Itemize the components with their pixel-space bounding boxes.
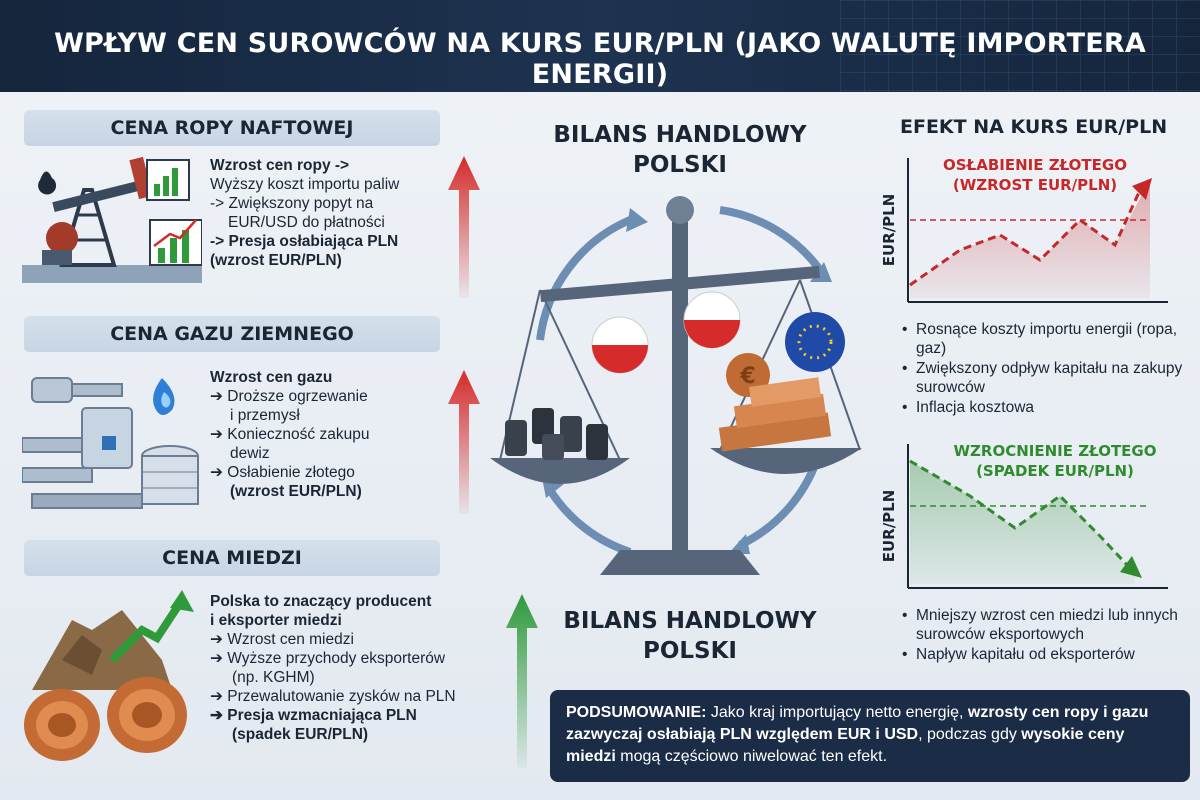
copper-line-7: ➔ Presja wzmacniająca PLN xyxy=(210,707,417,724)
arrow-up-red-icon xyxy=(448,156,480,298)
copper-line-6: ➔ Przewalutowanie zysków na PLN xyxy=(210,688,456,705)
copper-section-heading: CENA MIEDZI xyxy=(24,540,440,576)
chart-eurpln-up: EUR/PLN OSŁABIENIE ZŁOTEGO (WZROST EUR/P… xyxy=(880,156,1168,303)
oil-pumpjack-icon xyxy=(22,156,202,283)
oil-line-3: -> Zwiększony popyt na xyxy=(210,195,374,212)
chart-down-label-1: WZROCNIENIE ZŁOTEGO xyxy=(954,442,1157,460)
chart-up-bullet-2: Zwiększony odpływ kapitału na zakupy sur… xyxy=(900,359,1190,397)
chart-up-ylabel: EUR/PLN xyxy=(880,194,898,267)
effect-title: EFEKT NA KURS EUR/PLN xyxy=(900,116,1168,138)
copper-coils-icon xyxy=(24,590,194,761)
oil-line-5: -> Presja osłabiająca PLN xyxy=(210,233,399,250)
chart-down-label-2: (SPADEK EUR/PLN) xyxy=(976,462,1134,480)
balance-scale-icon: € xyxy=(490,196,862,575)
gas-section-text: Wzrost cen gazu ➔ Droższe ogrzewanie i p… xyxy=(210,368,450,501)
gas-line-7: (wzrost EUR/PLN) xyxy=(230,483,362,500)
gas-line-6: ➔ Osłabienie złotego xyxy=(210,464,355,481)
chart-up-label-1: OSŁABIENIE ZŁOTEGO xyxy=(943,156,1127,174)
gas-line-5: dewiz xyxy=(230,445,270,462)
copper-section-text: Polska to znaczący producent i eksporter… xyxy=(210,592,510,744)
chart-up-bullet-3: Inflacja kosztowa xyxy=(900,398,1190,417)
center-top-title: BILANS HANDLOWY POLSKI xyxy=(500,120,860,180)
oil-line-6: (wzrost EUR/PLN) xyxy=(210,252,342,269)
summary-text-3: mogą częściowo niwelować ten efekt. xyxy=(615,748,888,765)
oil-line-4: EUR/USD do płatności xyxy=(228,214,385,231)
center-top-title-line2: POLSKI xyxy=(632,152,727,178)
chart-up-label-2: (WZROST EUR/PLN) xyxy=(953,176,1117,194)
center-bottom-title-line1: BILANS HANDLOWY xyxy=(563,608,817,634)
summary-box: PODSUMOWANIE: Jako kraj importujący nett… xyxy=(550,690,1190,782)
center-bottom-title-line2: POLSKI xyxy=(642,638,737,664)
gas-section-heading: CENA GAZU ZIEMNEGO xyxy=(24,316,440,352)
center-bottom-title: BILANS HANDLOWY POLSKI xyxy=(500,606,880,666)
summary-lead: PODSUMOWANIE: xyxy=(566,704,707,721)
oil-section-text: Wzrost cen ropy -> Wyższy koszt importu … xyxy=(210,156,450,270)
arrow-up-green-icon xyxy=(506,594,538,768)
copper-line-3: ➔ Wzrost cen miedzi xyxy=(210,631,354,648)
chart-eurpln-down: EUR/PLN WZROCNIENIE ZŁOTEGO (SPADEK EUR/… xyxy=(880,442,1168,589)
copper-line-2: i eksporter miedzi xyxy=(210,612,342,629)
chart-up-bullets: Rosnące koszty importu energii (ropa, ga… xyxy=(900,320,1190,418)
gas-pipeline-icon xyxy=(22,377,199,509)
oil-line-2: Wyższy koszt importu paliw xyxy=(210,176,400,193)
copper-line-8: (spadek EUR/PLN) xyxy=(232,726,369,743)
chart-down-bullet-2: Napływ kapitału od eksporterów xyxy=(900,645,1190,664)
summary-text-1: Jako kraj importujący netto energię, xyxy=(706,704,968,721)
gas-line-3: i przemysł xyxy=(230,407,300,424)
summary-text-2: , podczas gdy xyxy=(918,726,1022,743)
gas-line-4: ➔ Konieczność zakupu xyxy=(210,426,370,443)
chart-down-ylabel: EUR/PLN xyxy=(880,490,898,563)
oil-line-1: Wzrost cen ropy -> xyxy=(210,157,350,174)
chart-up-bullet-1: Rosnące koszty importu energii (ropa, ga… xyxy=(900,320,1190,358)
header-decoration xyxy=(840,0,1200,92)
copper-line-4: ➔ Wyższe przychody eksporterów xyxy=(210,650,446,667)
summary-bold-1: wzrosty cen ropy i gazu zazwyczaj osłabi… xyxy=(566,704,1149,743)
header-banner: WPŁYW CEN SUROWCÓW NA KURS EUR/PLN (JAKO… xyxy=(0,0,1200,92)
gas-line-1: Wzrost cen gazu xyxy=(210,369,333,386)
summary-bold-2: wysokie ceny miedzi xyxy=(566,726,1125,765)
chart-down-bullets: Mniejszy wzrost cen miedzi lub innych su… xyxy=(900,606,1190,665)
copper-line-1: Polska to znaczący producent xyxy=(210,593,432,610)
copper-line-5: (np. KGHM) xyxy=(232,669,315,686)
chart-down-bullet-1: Mniejszy wzrost cen miedzi lub innych su… xyxy=(900,606,1190,644)
arrow-up-red-icon xyxy=(448,370,480,514)
gas-line-2: ➔ Droższe ogrzewanie xyxy=(210,388,368,405)
svg-text:€: € xyxy=(739,364,755,389)
oil-section-heading: CENA ROPY NAFTOWEJ xyxy=(24,110,440,146)
center-top-title-line1: BILANS HANDLOWY xyxy=(553,122,807,148)
page-title: WPŁYW CEN SUROWCÓW NA KURS EUR/PLN (JAKO… xyxy=(54,28,1146,90)
